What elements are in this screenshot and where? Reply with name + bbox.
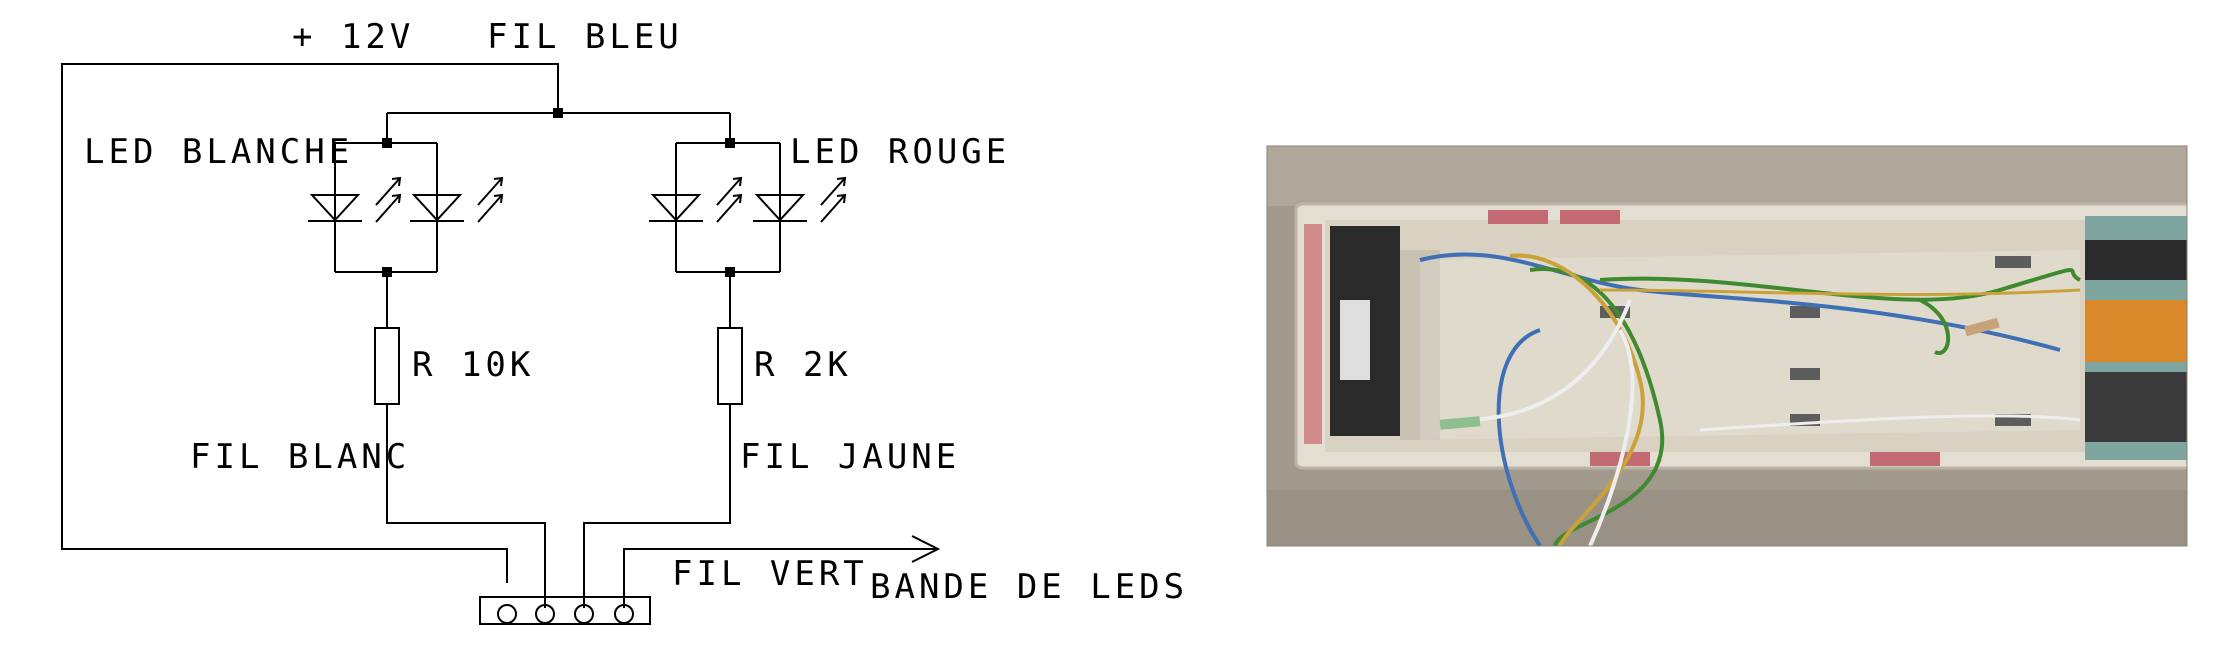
red-led-1 bbox=[649, 176, 743, 223]
junction-node-white-bottom bbox=[382, 267, 392, 277]
white-led-1 bbox=[308, 176, 402, 223]
photo-wire-yellow bbox=[1509, 253, 1645, 546]
red-window-bottom-2 bbox=[1870, 452, 1940, 466]
label-led-red: LED ROUGE bbox=[790, 132, 1010, 172]
red-led-2 bbox=[753, 176, 847, 223]
photo-wire-white bbox=[1459, 299, 1635, 546]
wiring-schematic: + 12V FIL BLEU LED BLANCHE LED ROUGE R 1… bbox=[61, 17, 1188, 625]
white-led-2 bbox=[410, 176, 504, 223]
junction-node-red-bottom bbox=[725, 267, 735, 277]
label-yellow-wire: FIL JAUNE bbox=[740, 437, 960, 477]
label-white-wire: FIL BLANC bbox=[190, 437, 410, 477]
red-window-top-1 bbox=[1488, 210, 1548, 224]
photo-wire-blue bbox=[1419, 252, 2061, 352]
label-res-10k: R 10K bbox=[412, 345, 534, 385]
photo-resistor-1 bbox=[1439, 416, 1481, 430]
label-green-wire: FIL VERT bbox=[672, 554, 868, 594]
junction-node-white-top bbox=[382, 138, 392, 148]
junction-node-blue bbox=[553, 108, 563, 118]
resistor-10k bbox=[374, 327, 400, 405]
green-wire-arrow bbox=[623, 535, 941, 608]
photo-resistor-2 bbox=[1964, 317, 2000, 337]
resistor-2k bbox=[717, 327, 743, 405]
label-led-white: LED BLANCHE bbox=[84, 132, 353, 172]
label-blue-wire: FIL BLEU bbox=[487, 17, 683, 57]
coach-interior-photo bbox=[1266, 145, 2188, 547]
led-strip-connector bbox=[479, 596, 651, 625]
yellow-wire bbox=[583, 404, 731, 608]
red-window-top-2 bbox=[1560, 210, 1620, 224]
photo-wire-green bbox=[1529, 267, 1665, 546]
label-res-2k: R 2K bbox=[754, 345, 852, 385]
label-supply: + 12V bbox=[292, 17, 414, 57]
junction-node-red-top bbox=[725, 138, 735, 148]
white-wire bbox=[386, 404, 546, 608]
label-led-strip: BANDE DE LEDS bbox=[870, 567, 1188, 607]
